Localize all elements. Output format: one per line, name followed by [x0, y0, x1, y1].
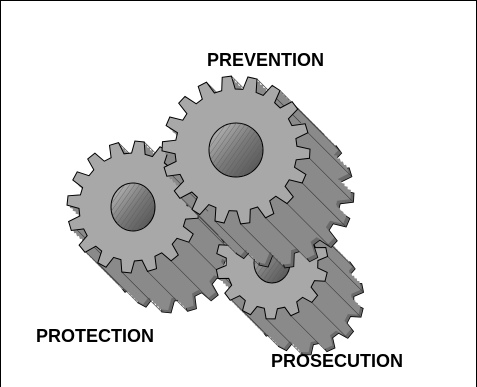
gear-hub-shading: [209, 123, 263, 177]
gear-hub-shading: [111, 183, 155, 231]
label-protection: PROTECTION: [36, 326, 154, 347]
label-prevention: PREVENTION: [207, 50, 324, 71]
label-prosecution: PROSECUTION: [271, 351, 403, 372]
